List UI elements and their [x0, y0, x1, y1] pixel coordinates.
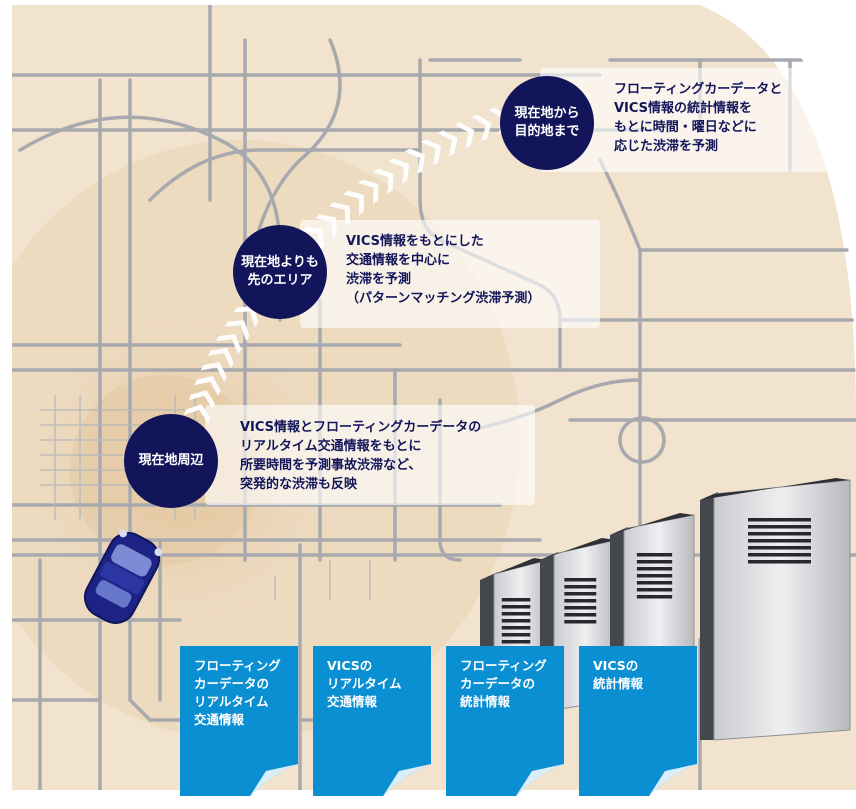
stage-2-description: VICS情報をもとにした 交通情報を中心に 渋滞を予測 （パターンマッチング渋滞…	[346, 234, 541, 306]
stage-1-description: フローティングカーデータと VICS情報の統計情報を もとに時間・曜日などに 応…	[614, 82, 783, 154]
route-chevron	[437, 130, 458, 157]
route-chevron	[207, 347, 234, 369]
route-chevron	[357, 179, 379, 205]
route-chevron	[420, 139, 442, 166]
data-card-label: VICSの リアルタイム 交通情報	[327, 658, 402, 709]
car-icon	[83, 529, 163, 624]
route-chevron	[215, 334, 242, 355]
stage-2-panel	[300, 220, 600, 328]
route-chevron	[471, 114, 492, 142]
route-chevron	[188, 390, 216, 410]
data-card-label: フローティング カーデータの 統計情報	[460, 658, 547, 709]
stage-3-description: VICS情報とフローティングカーデータの リアルタイム交通情報をもとに 所要時間…	[240, 420, 482, 492]
route-chevron	[404, 148, 425, 175]
route-chevron	[343, 190, 364, 215]
stage-2-circle: 現在地よりも 先のエリア	[233, 225, 327, 319]
route-chevron	[454, 122, 475, 149]
route-chevron	[373, 168, 394, 194]
data-card-label: フローティング カーデータの リアルタイム 交通情報	[194, 658, 281, 727]
data-card-vics-statistics: VICSの 統計情報	[579, 646, 697, 796]
route-chevron	[194, 376, 221, 396]
data-card-label: VICSの 統計情報	[593, 658, 644, 691]
data-card-floating-realtime: フローティング カーデータの リアルタイム 交通情報	[180, 646, 298, 796]
server-rack	[700, 478, 851, 741]
route-chevron	[224, 320, 250, 341]
route-chevron	[233, 306, 259, 328]
route-chevron	[388, 158, 410, 184]
stage-1-circle: 現在地から 目的地まで	[500, 76, 594, 170]
stage-3-circle: 現在地周辺	[124, 414, 218, 508]
stage-3-panel	[205, 405, 535, 505]
route-chevron	[200, 361, 227, 383]
route-chevron	[328, 202, 351, 227]
data-card-vics-realtime: VICSの リアルタイム 交通情報	[313, 646, 431, 796]
route-chevron	[183, 404, 211, 424]
data-card-floating-statistics: フローティング カーデータの 統計情報	[446, 646, 564, 796]
route-chevrons	[183, 107, 509, 424]
